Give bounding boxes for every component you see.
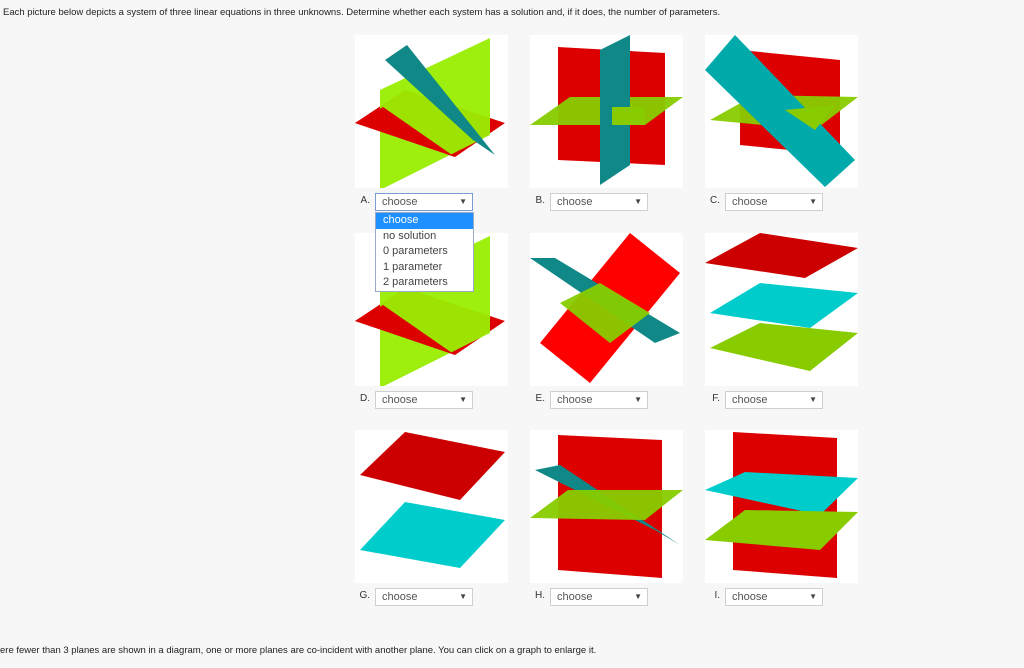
graph-c[interactable] [705,35,858,188]
answer-select-c[interactable]: choose ▼ [725,193,823,211]
select-value: choose [382,394,418,406]
item-letter: E. [535,393,545,404]
plane-teal [705,35,855,187]
answer-dropdown-list: choose no solution 0 parameters 1 parame… [375,212,474,292]
item-letter: H. [535,590,545,601]
select-value: choose [557,394,593,406]
item-letter: A. [360,195,370,206]
triangle-down-icon: ▼ [634,197,642,206]
option-1-parameter[interactable]: 1 parameter [383,260,443,273]
control-c: C. choose ▼ [705,193,905,213]
item-letter: B. [535,195,545,206]
plane-green-front [785,105,835,130]
item-letter: I. [714,590,720,601]
control-i: I. choose ▼ [705,588,905,608]
select-value: choose [732,394,768,406]
graph-a[interactable] [355,35,508,188]
plane-teal [385,45,495,155]
control-b: B. choose ▼ [530,193,730,213]
plane-green-front [612,107,645,125]
graph-e[interactable] [530,233,683,386]
option-0-parameters[interactable]: 0 parameters [383,245,448,257]
option-2-parameters[interactable]: 2 parameters [383,276,448,288]
answer-select-b[interactable]: choose ▼ [550,193,648,211]
graph-i[interactable] [705,430,858,583]
control-g: G. choose ▼ [355,588,555,608]
plane-green [705,510,858,550]
control-d: D. choose ▼ [355,391,555,411]
triangle-down-icon: ▼ [809,395,817,404]
select-value: choose [557,591,593,603]
graph-h[interactable] [530,430,683,583]
triangle-down-icon: ▼ [459,592,467,601]
item-letter: G. [359,590,370,601]
plane-red [360,432,505,500]
answer-select-d[interactable]: choose ▼ [375,391,473,409]
answer-select-a[interactable]: choose ▼ [375,193,473,211]
plane-cyan [710,283,858,328]
triangle-down-icon: ▼ [634,395,642,404]
plane-red [705,233,858,278]
control-f: F. choose ▼ [705,391,905,411]
answer-select-g[interactable]: choose ▼ [375,588,473,606]
instructions-text: Each picture below depicts a system of t… [3,7,721,18]
answer-select-i[interactable]: choose ▼ [725,588,823,606]
option-no-solution[interactable]: no solution [383,229,437,242]
answer-select-e[interactable]: choose ▼ [550,391,648,409]
plane-lime [380,38,490,188]
plane-red-front [355,305,455,355]
plane-green [710,323,858,371]
control-a: A. choose ▼ choose no solution 0 paramet… [355,193,555,292]
item-letter: C. [710,195,720,206]
control-h: H. choose ▼ [530,588,730,608]
graph-f[interactable] [705,233,858,386]
graph-g[interactable] [355,430,508,583]
select-value: choose [557,196,593,208]
answer-select-f[interactable]: choose ▼ [725,391,823,409]
select-value: choose [382,196,418,208]
option-choose[interactable]: choose [376,213,473,229]
triangle-down-icon: ▼ [809,197,817,206]
triangle-down-icon: ▼ [809,592,817,601]
plane-cyan [360,502,505,568]
select-value: choose [382,591,418,603]
footnote-text: ere fewer than 3 planes are shown in a d… [0,645,597,656]
plane-red-front [355,107,455,157]
triangle-down-icon: ▼ [459,197,467,206]
plane-green [560,283,650,343]
triangle-down-icon: ▼ [634,592,642,601]
answer-select-h[interactable]: choose ▼ [550,588,648,606]
triangle-down-icon: ▼ [459,395,467,404]
graph-b[interactable] [530,35,683,188]
control-e: E. choose ▼ [530,391,730,411]
plane-green [530,490,683,520]
item-letter: D. [360,393,370,404]
select-value: choose [732,591,768,603]
plane-cyan [705,472,858,515]
item-letter: F. [712,393,720,404]
select-value: choose [732,196,768,208]
